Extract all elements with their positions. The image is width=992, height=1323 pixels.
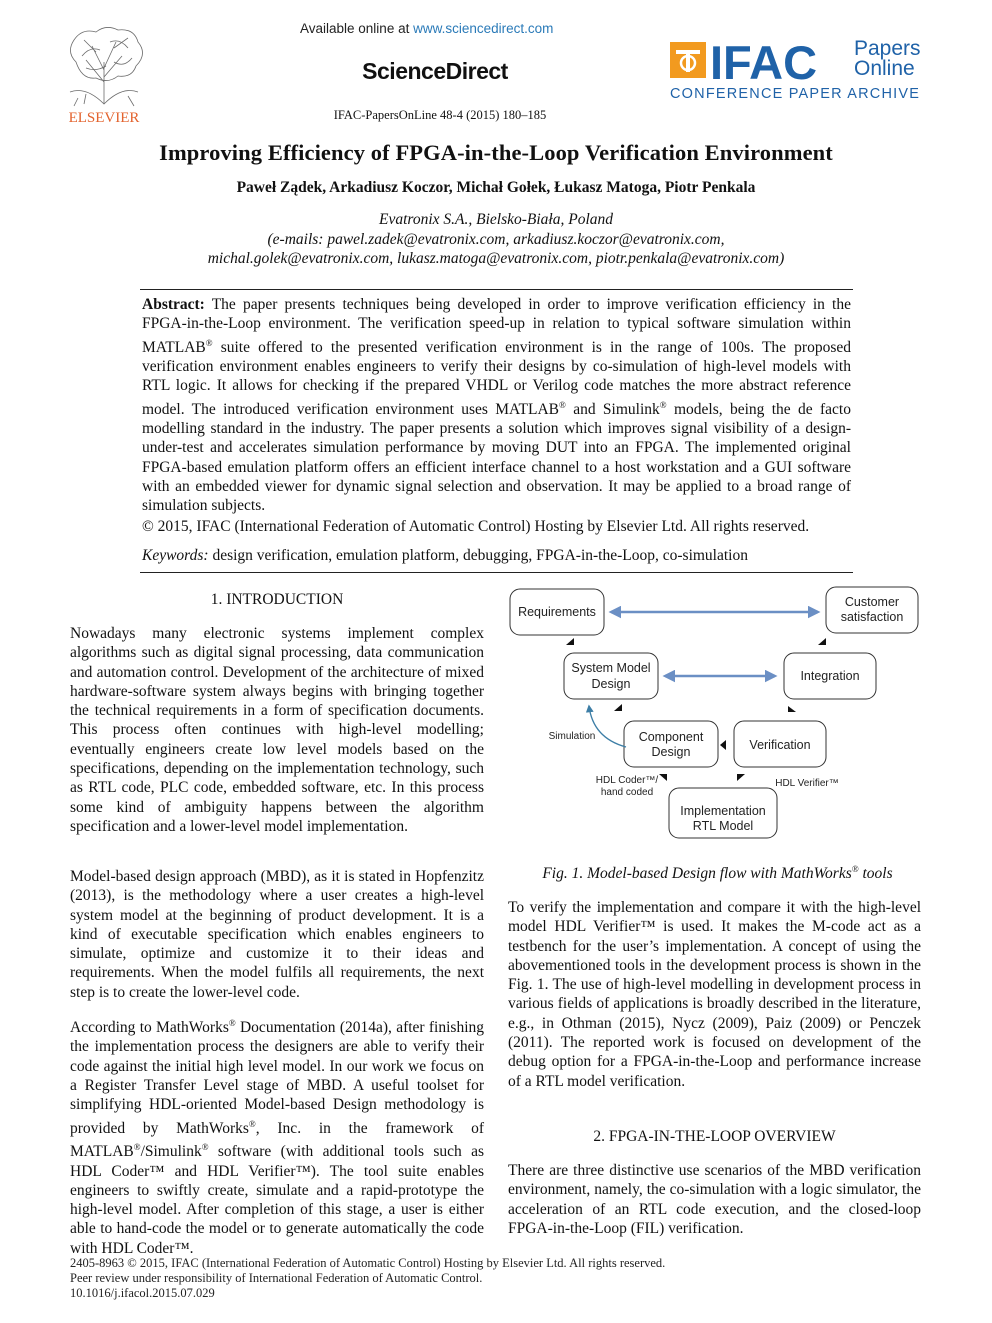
abstract-copyright: © 2015, IFAC (International Federation o… xyxy=(142,518,810,535)
intro-paragraph-1: Nowadays many electronic systems impleme… xyxy=(70,625,484,835)
flow-marker xyxy=(720,740,726,750)
hdl-coder-label-2: hand coded xyxy=(601,787,653,798)
online-text: Online xyxy=(854,57,915,80)
footer-doi[interactable]: 10.1016/j.ifacol.2015.07.029 xyxy=(70,1286,215,1300)
abstract-bottom-rule xyxy=(140,572,853,573)
figure-1-caption: Fig. 1. Model-based Design flow with Mat… xyxy=(505,864,930,883)
journal-reference: IFAC-PapersOnLine 48-4 (2015) 180–185 xyxy=(333,108,547,122)
keywords-label: Keywords: xyxy=(142,547,209,564)
implementation-label-2: RTL Model xyxy=(693,819,753,833)
abstract: Abstract: The paper presents techniques … xyxy=(142,295,851,516)
customer-label-2: satisfaction xyxy=(841,610,904,624)
caption-text: Fig. 1. Model-based Design flow with Mat… xyxy=(542,865,852,883)
paragraph-text: software (with additional tools such as … xyxy=(70,1143,484,1257)
abstract-label: Abstract: xyxy=(142,296,205,313)
paragraph-text: /Simulink xyxy=(140,1143,202,1161)
system-model-label-1: System Model xyxy=(571,661,650,675)
intro-paragraph-2: Model-based design approach (MBD), as it… xyxy=(70,868,484,1001)
emails-line-2: michal.golek@evatronix.com, lukasz.matog… xyxy=(207,250,785,267)
paragraph-text: Documentation (2014a), after finishing t… xyxy=(70,1019,484,1137)
conference-archive-text: CONFERENCE PAPER ARCHIVE xyxy=(670,86,920,102)
papers-text: Papers xyxy=(854,37,921,60)
component-label-2: Design xyxy=(652,745,691,759)
flow-marker xyxy=(566,638,574,645)
customer-satisfaction-box xyxy=(825,586,919,634)
system-model-design-box xyxy=(563,652,659,700)
registered-mark: ® xyxy=(133,1142,141,1153)
system-model-label-2: Design xyxy=(592,677,631,691)
available-online: Available online at www.sciencedirect.co… xyxy=(300,21,600,36)
paper-title: Improving Efficiency of FPGA-in-the-Loop… xyxy=(159,140,833,165)
paragraph-text: , Inc. in the framework of MATLAB xyxy=(70,1119,484,1161)
footer-copyright: 2405-8963 © 2015, IFAC (International Fe… xyxy=(70,1256,666,1270)
requirements-label: Requirements xyxy=(518,605,596,619)
abstract-text: models, being the de facto modelling sta… xyxy=(142,400,851,515)
registered-mark: ® xyxy=(248,1118,256,1129)
hdl-coder-label-1: HDL Coder™/ xyxy=(596,775,659,786)
flow-marker xyxy=(659,774,667,781)
registered-mark: ® xyxy=(851,864,859,874)
paper-authors: Paweł Ządek, Arkadiusz Koczor, Michał Go… xyxy=(236,179,756,196)
verification-box xyxy=(733,720,827,768)
intro-paragraph-3: According to MathWorks® Documentation (2… xyxy=(70,1014,484,1258)
section-heading-introduction: 1. INTRODUCTION xyxy=(210,591,344,608)
simulation-label: Simulation xyxy=(549,731,596,742)
implementation-label-1: Implementation xyxy=(680,804,766,818)
registered-mark: ® xyxy=(205,337,213,348)
emails-line-1: (e-mails: pawel.zadek@evatronix.com, ark… xyxy=(267,231,725,248)
affiliation: Evatronix S.A., Bielsko-Biała, Poland xyxy=(378,211,614,228)
implementation-rtl-model-box xyxy=(668,787,778,839)
abstract-top-rule xyxy=(140,289,853,290)
ifac-papersonline-logo: IFAC Papers Online CONFERENCE PAPER ARCH… xyxy=(670,36,921,102)
verification-label: Verification xyxy=(749,738,810,752)
ifac-text: IFAC xyxy=(710,36,817,89)
flow-marker xyxy=(614,704,622,711)
paragraph-text: According to MathWorks xyxy=(70,1019,229,1037)
hdl-verifier-label: HDL Verifier™ xyxy=(775,778,839,789)
section-heading-fil-overview: 2. FPGA-IN-THE-LOOP OVERVIEW xyxy=(593,1128,836,1145)
right-paragraph-2: There are three distinctive use scenario… xyxy=(508,1162,921,1237)
flow-marker xyxy=(737,774,745,781)
elsevier-wordmark: ELSEVIER xyxy=(69,110,140,126)
customer-label-1: Customer xyxy=(845,595,899,609)
keywords: Keywords: design verification, emulation… xyxy=(142,547,851,565)
integration-box xyxy=(783,652,877,700)
footer-peer-review: Peer review under responsibility of Inte… xyxy=(70,1271,483,1285)
registered-mark: ® xyxy=(559,399,566,410)
page-footer: 2405-8963 © 2015, IFAC (International Fe… xyxy=(70,1256,930,1301)
elsevier-logo: ELSEVIER xyxy=(69,27,143,126)
flow-marker xyxy=(818,638,826,645)
abstract-text: and Simulink xyxy=(565,400,660,418)
component-design-box xyxy=(623,720,719,768)
figure-1-diagram: Requirements Customer satisfaction Syste… xyxy=(509,586,919,839)
integration-label: Integration xyxy=(800,669,859,683)
sciencedirect-link[interactable]: www.sciencedirect.com xyxy=(413,21,554,36)
abstract-text: suite offered to the presented verificat… xyxy=(142,338,851,418)
caption-text: tools xyxy=(858,865,893,883)
registered-mark: ® xyxy=(228,1018,236,1028)
component-label-1: Component xyxy=(639,730,704,744)
requirements-box xyxy=(509,588,605,636)
registered-mark: ® xyxy=(659,399,667,410)
right-paragraph-1: To verify the implementation and compare… xyxy=(508,899,921,1090)
flow-marker xyxy=(788,706,796,712)
simulation-curve-arrow xyxy=(585,704,627,748)
sciencedirect-logo: ScienceDirect xyxy=(362,58,508,84)
abstract-text: The paper presents techniques being deve… xyxy=(142,296,851,356)
available-text: Available online at xyxy=(300,21,414,36)
registered-mark: ® xyxy=(201,1142,209,1153)
keywords-text: design verification, emulation platform,… xyxy=(208,547,748,564)
